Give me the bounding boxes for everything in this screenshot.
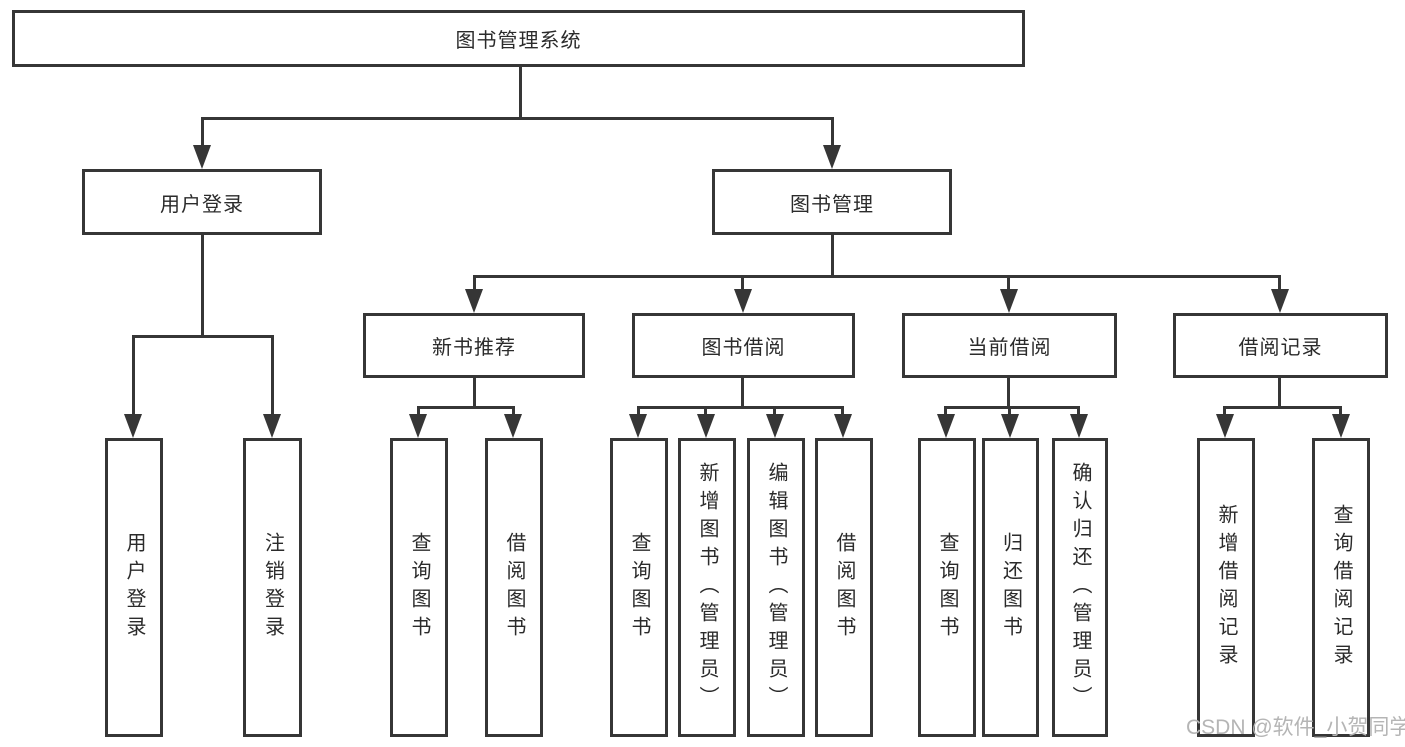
connector-line <box>1077 406 1080 418</box>
node-label: 编辑图书（管理员） <box>765 461 787 714</box>
node-cb-query-book: 查询图书 <box>918 438 976 737</box>
arrow-down-icon <box>1070 414 1088 438</box>
node-label: 当前借阅 <box>967 337 1052 359</box>
node-nbr-borrow-book: 借阅图书 <box>485 438 543 737</box>
connector-line <box>271 335 274 418</box>
connector-line <box>132 335 135 418</box>
node-label: 确认归还（管理员） <box>1069 461 1091 714</box>
node-label: 查询借阅记录 <box>1330 503 1352 672</box>
node-label: 注销登录 <box>261 531 284 644</box>
node-label: 图书管理 <box>790 193 874 216</box>
connector-line <box>1007 275 1010 295</box>
connector-line <box>132 335 274 338</box>
node-bb-edit-book-admin: 编辑图书（管理员） <box>747 438 805 737</box>
node-label: 借阅图书 <box>833 531 855 644</box>
node-label: 新增借阅记录 <box>1215 503 1237 672</box>
connector-line <box>1008 406 1011 418</box>
node-label: 图书管理系统 <box>455 30 582 52</box>
connector-line <box>473 378 476 409</box>
connector-line <box>944 406 1080 409</box>
node-nbr-query-book: 查询图书 <box>390 438 448 737</box>
arrow-down-icon <box>465 289 483 313</box>
node-root: 图书管理系统 <box>12 10 1025 67</box>
node-book-borrow: 图书借阅 <box>632 313 855 378</box>
arrow-down-icon <box>263 414 281 438</box>
csdn-watermark: CSDN @软件_小贺同学 <box>1186 716 1405 739</box>
arrow-down-icon <box>124 414 142 438</box>
arrow-down-icon <box>834 414 852 438</box>
connector-line <box>1223 406 1226 418</box>
arrow-down-icon <box>504 414 522 438</box>
connector-line <box>1223 406 1342 409</box>
arrow-down-icon <box>1332 414 1350 438</box>
connector-line <box>473 275 476 295</box>
node-br-add-record: 新增借阅记录 <box>1197 438 1255 737</box>
connector-line <box>741 378 744 409</box>
arrow-down-icon <box>1000 289 1018 313</box>
arrow-down-icon <box>697 414 715 438</box>
arrow-down-icon <box>629 414 647 438</box>
arrow-down-icon <box>734 289 752 313</box>
connector-line <box>831 117 834 149</box>
connector-line <box>1278 378 1281 409</box>
connector-line <box>417 406 420 418</box>
arrow-down-icon <box>409 414 427 438</box>
node-label: 新增图书（管理员） <box>696 461 718 714</box>
connector-line <box>512 406 515 418</box>
connector-line <box>1007 378 1010 409</box>
node-bb-query-book: 查询图书 <box>610 438 668 737</box>
connector-line <box>417 406 515 409</box>
node-label: 借阅图书 <box>503 531 525 644</box>
connector-line <box>201 117 834 120</box>
node-user-login-branch: 用户登录 <box>82 169 322 235</box>
node-bb-add-book-admin: 新增图书（管理员） <box>678 438 736 737</box>
arrow-down-icon <box>1271 289 1289 313</box>
connector-line <box>704 406 707 418</box>
node-cb-return-book: 归还图书 <box>982 438 1039 737</box>
connector-line <box>841 406 844 418</box>
connector-line <box>519 66 522 119</box>
connector-line <box>201 117 204 149</box>
node-label: 用户登录 <box>123 531 145 644</box>
node-label: 查询图书 <box>408 531 430 644</box>
node-current-borrow: 当前借阅 <box>902 313 1117 378</box>
node-new-book-rec: 新书推荐 <box>363 313 585 378</box>
connector-line <box>473 275 1281 278</box>
connector-line <box>831 234 834 278</box>
connector-line <box>637 406 844 409</box>
node-label: 新书推荐 <box>432 337 516 359</box>
arrow-down-icon <box>193 145 211 169</box>
node-bb-borrow-book: 借阅图书 <box>815 438 873 737</box>
connector-line <box>741 275 744 295</box>
node-user-login: 用户登录 <box>105 438 163 737</box>
connector-line <box>944 406 947 418</box>
connector-line <box>1339 406 1342 418</box>
node-label: 借阅记录 <box>1238 337 1323 359</box>
node-label: 查询图书 <box>628 531 650 644</box>
connector-line <box>773 406 776 418</box>
node-label: 用户登录 <box>160 193 244 216</box>
arrow-down-icon <box>1216 414 1234 438</box>
arrow-down-icon <box>937 414 955 438</box>
node-label: 图书借阅 <box>701 337 786 359</box>
node-br-query-record: 查询借阅记录 <box>1312 438 1370 737</box>
node-cb-confirm-return: 确认归还（管理员） <box>1052 438 1108 737</box>
node-label: 归还图书 <box>999 531 1022 644</box>
connector-line <box>1278 275 1281 295</box>
connector-line <box>201 234 204 337</box>
arrow-down-icon <box>823 145 841 169</box>
node-label: 查询图书 <box>936 531 958 644</box>
arrow-down-icon <box>1001 414 1019 438</box>
arrow-down-icon <box>766 414 784 438</box>
node-borrow-records: 借阅记录 <box>1173 313 1388 378</box>
node-logout-login: 注销登录 <box>243 438 302 737</box>
connector-line <box>637 406 640 418</box>
node-book-mgmt-branch: 图书管理 <box>712 169 952 235</box>
